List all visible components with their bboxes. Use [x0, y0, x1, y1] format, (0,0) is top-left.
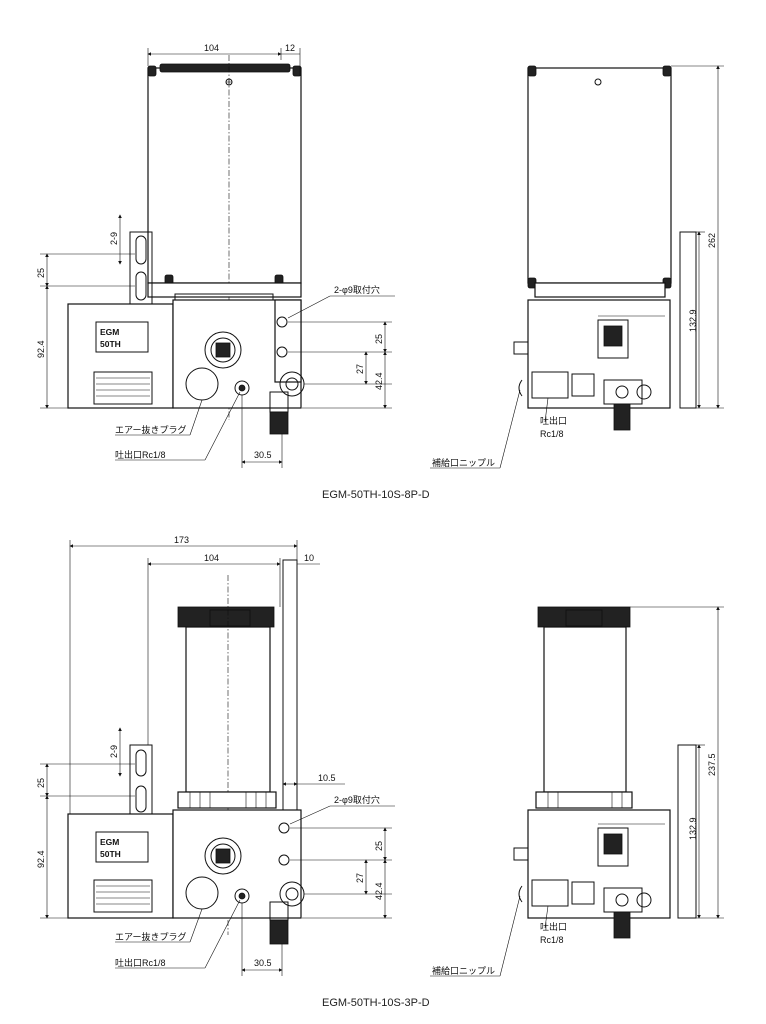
d1-dim-width: 104	[204, 43, 219, 53]
d2-label-side-outlet-2: Rc1/8	[540, 935, 564, 945]
d1-dim-hole-spacing: 25	[374, 334, 384, 344]
d1-label-outlet: 吐出口Rc1/8	[115, 449, 166, 460]
d2-label-outlet: 吐出口Rc1/8	[115, 957, 166, 968]
d1-dim-side-lower: 132.9	[688, 309, 698, 332]
d2-label-fill-nipple: 補給口ニップル	[432, 965, 495, 976]
d1-dim-left-upper: 25	[36, 268, 46, 278]
drawing1-side-view: 262 132.9 吐出口 Rc1/8 補給口ニップル	[430, 65, 724, 469]
d2-label-side-outlet-1: 吐出口	[540, 921, 567, 932]
d1-caption: EGM-50TH-10S-8P-D	[322, 489, 430, 501]
d1-label-fill-nipple: 補給口ニップル	[432, 457, 495, 468]
d1-dim-27: 27	[355, 364, 365, 374]
d1-label-side-outlet-1: 吐出口	[540, 415, 567, 426]
d1-dim-side-total: 262	[707, 233, 717, 248]
d1-dim-42: 42.4	[374, 372, 384, 390]
d2-dim-slot: 2-9	[109, 745, 119, 758]
d2-dim-outlet: 30.5	[254, 958, 272, 968]
d1-dim-outlet: 30.5	[254, 450, 272, 460]
drawing2-front-view: EGM 50TH 173 104 10 25	[36, 535, 395, 976]
d1-logo-line2: 50TH	[100, 339, 121, 349]
d1-label-side-outlet-2: Rc1/8	[540, 429, 564, 439]
d2-dim-left-upper: 25	[36, 778, 46, 788]
d2-dim-side-lower: 132.9	[688, 817, 698, 840]
d1-label-air-plug: エアー抜きプラグ	[115, 424, 186, 435]
d1-side-tank	[527, 67, 672, 284]
d2-dim-bracket: 10.5	[318, 773, 336, 783]
d1-label-mount-holes: 2-φ9取付穴	[334, 284, 380, 295]
d2-dim-left-lower: 92.4	[36, 850, 46, 868]
d2-dim-offset: 10	[304, 553, 314, 563]
d2-logo-line1: EGM	[100, 837, 119, 847]
d1-tank	[147, 67, 302, 284]
d2-dim-width-total: 173	[174, 535, 189, 545]
d2-label-mount-holes: 2-φ9取付穴	[334, 794, 380, 805]
d2-dim-side-total: 237.5	[707, 753, 717, 776]
d2-label-air-plug: エアー抜きプラグ	[115, 931, 186, 942]
d2-dim-width: 104	[204, 553, 219, 563]
d2-dim-27: 27	[355, 873, 365, 883]
drawing1-front-view: EGM 50TH 104 12 25	[36, 43, 395, 468]
d1-dim-left-lower: 92.4	[36, 340, 46, 358]
drawing2-side-view: 237.5 132.9 吐出口 Rc1/8 補給口ニップル	[430, 606, 724, 977]
d2-dim-42: 42.4	[374, 882, 384, 900]
d1-dim-slot: 2-9	[109, 232, 119, 245]
d2-dim-hole-spacing: 25	[374, 841, 384, 851]
d1-dim-offset: 12	[285, 43, 295, 53]
d1-logo-line1: EGM	[100, 327, 119, 337]
d2-logo-line2: 50TH	[100, 849, 121, 859]
d2-caption: EGM-50TH-10S-3P-D	[322, 997, 430, 1009]
